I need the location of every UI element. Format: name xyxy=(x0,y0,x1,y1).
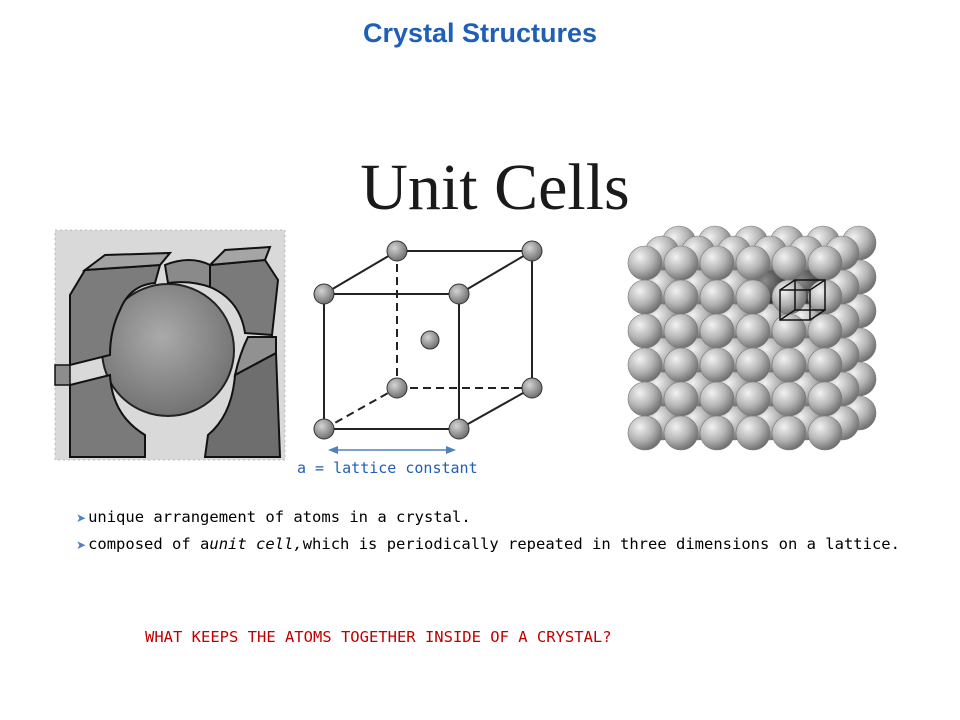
atom-sphere xyxy=(627,381,663,417)
arrow-bullet-icon: ➤ xyxy=(76,538,87,552)
atom-sphere xyxy=(807,245,843,281)
atom-sphere xyxy=(699,381,735,417)
atom-sphere xyxy=(699,415,735,451)
bcc-unit-cell-diagram xyxy=(313,240,543,454)
atom-sphere xyxy=(735,313,771,349)
bullet-item: ➤ composed of a unit cell, which is peri… xyxy=(76,531,900,558)
atom-sphere xyxy=(735,245,771,281)
atom-sphere xyxy=(807,313,843,349)
atom-sphere xyxy=(663,381,699,417)
atom-sphere xyxy=(699,313,735,349)
atom-sphere xyxy=(735,279,771,315)
atom-sphere xyxy=(735,415,771,451)
atom-sphere xyxy=(807,347,843,383)
atom-sphere xyxy=(663,245,699,281)
lattice-constant-label: a = lattice constant xyxy=(297,459,478,477)
unit-cell-emphasis: unit cell, xyxy=(209,535,303,553)
atom-sphere xyxy=(699,279,735,315)
atom-sphere xyxy=(807,415,843,451)
atom-sphere xyxy=(663,415,699,451)
atom-sphere xyxy=(735,381,771,417)
atom-sphere xyxy=(627,313,663,349)
sectioned-unit-cell-figure xyxy=(54,229,286,461)
atom-sphere xyxy=(771,279,807,315)
bullet-item: ➤ unique arrangement of atoms in a cryst… xyxy=(76,504,900,531)
question-text: WHAT KEEPS THE ATOMS TOGETHER INSIDE OF … xyxy=(145,628,612,646)
atom-sphere xyxy=(699,245,735,281)
highlighted-unit-cell-outline xyxy=(779,279,826,321)
atom-sphere xyxy=(627,347,663,383)
atom-sphere xyxy=(627,279,663,315)
atom-sphere xyxy=(807,381,843,417)
bullet-text: composed of a xyxy=(88,535,210,553)
bullet-text: unique arrangement of atoms in a crystal… xyxy=(88,508,471,526)
atom-sphere xyxy=(771,313,807,349)
atom-sphere xyxy=(663,313,699,349)
atom-sphere xyxy=(663,279,699,315)
atom-sphere xyxy=(699,347,735,383)
atom-sphere xyxy=(771,381,807,417)
atom-sphere xyxy=(735,347,771,383)
atom-sphere xyxy=(663,347,699,383)
atom-sphere xyxy=(771,245,807,281)
slide-title: Crystal Structures xyxy=(362,18,598,48)
bullet-text: which is periodically repeated in three … xyxy=(302,535,900,553)
atom-sphere xyxy=(627,415,663,451)
atom-sphere xyxy=(627,245,663,281)
atom-sphere xyxy=(771,347,807,383)
unit-cells-heading: Unit Cells xyxy=(360,151,630,224)
atom-sphere xyxy=(771,415,807,451)
bullet-list: ➤ unique arrangement of atoms in a cryst… xyxy=(76,504,900,558)
crystal-lattice-figure xyxy=(625,225,890,465)
arrow-bullet-icon: ➤ xyxy=(76,511,87,525)
